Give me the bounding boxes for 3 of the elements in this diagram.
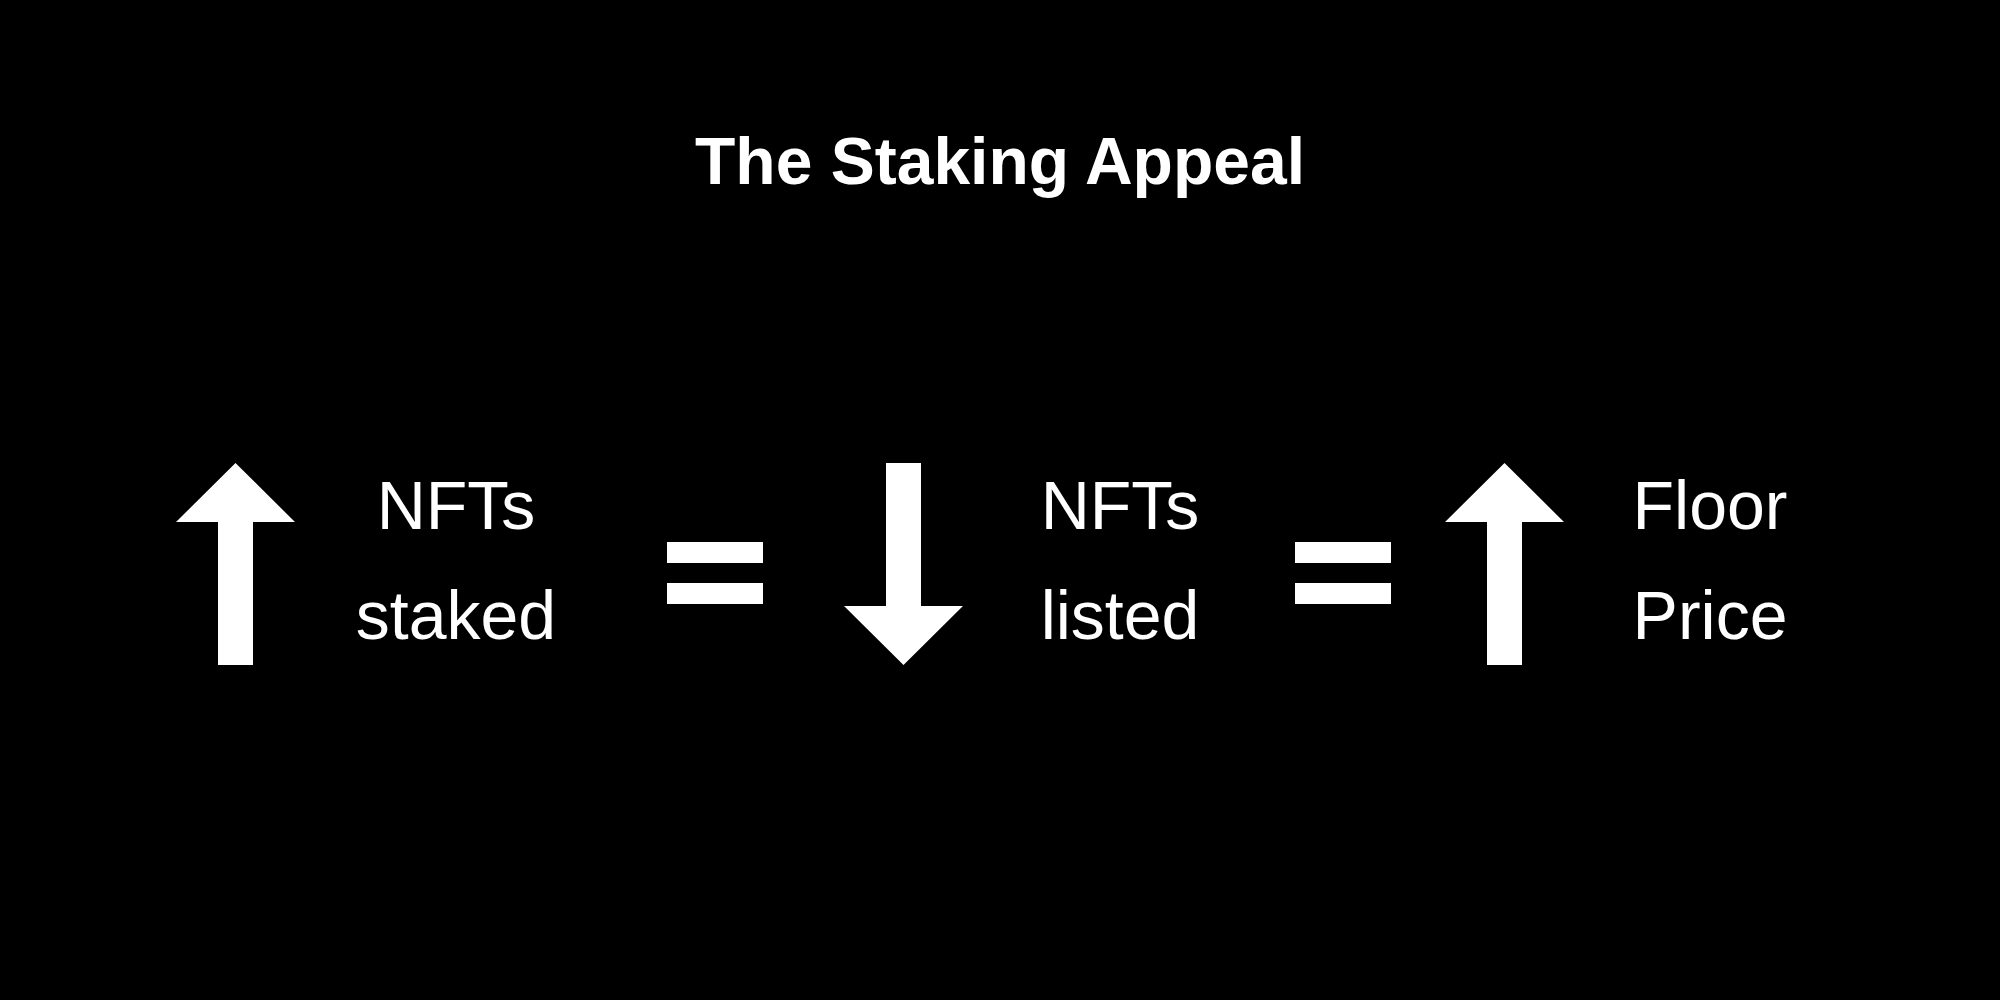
label-text: Floor Price xyxy=(1631,466,1789,655)
label-text: NFTs listed xyxy=(1039,466,1201,655)
label-text: NFTs staked xyxy=(354,466,558,655)
